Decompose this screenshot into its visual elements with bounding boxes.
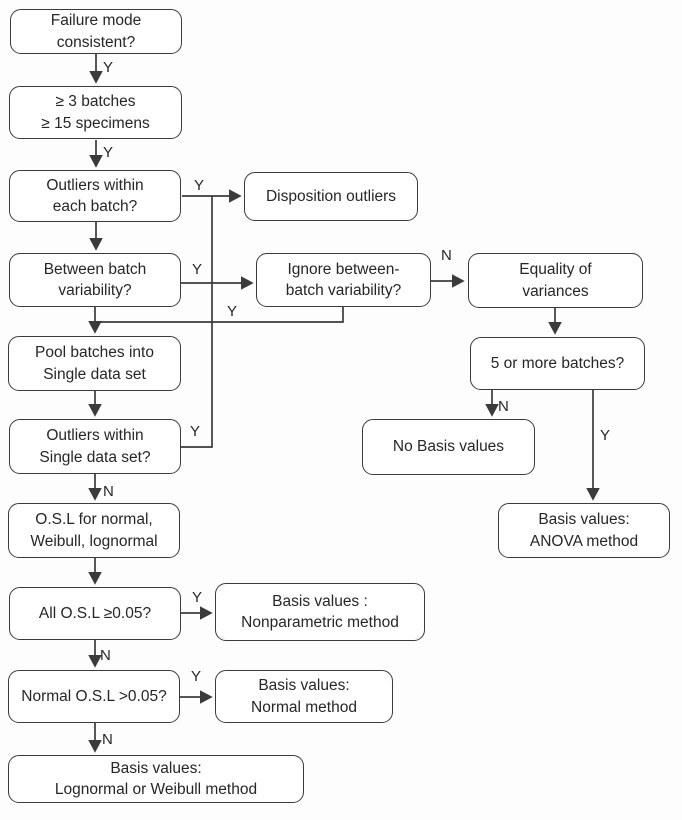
node-all-osl: All O.S.L ≥0.05? <box>9 587 181 640</box>
edge-ignore-yes-return-to-pool <box>95 307 344 323</box>
edge-label-all-osl-yes: Y <box>192 589 203 606</box>
edge-label-batches-yes: Y <box>103 144 114 161</box>
node-disposition-outliers: Disposition outliers <box>244 172 418 221</box>
node-failure-mode: Failure mode consistent? <box>10 9 182 54</box>
node-basis-normal: Basis values: Normal method <box>215 670 393 723</box>
edge-label-ignore-no: N <box>441 247 452 264</box>
edge-label-normal-osl-no: N <box>102 731 113 748</box>
edge-label-outliers-single-no: N <box>103 483 114 500</box>
node-no-basis-values: No Basis values <box>362 419 535 475</box>
edge-label-outliers-each-yes: Y <box>194 177 205 194</box>
node-equality-of-variances: Equality of variances <box>468 253 643 308</box>
node-outliers-each-batch: Outliers within each batch? <box>9 170 181 222</box>
edge-label-all-osl-no: N <box>100 647 111 664</box>
edge-label-five-batches-no: N <box>498 398 509 415</box>
edge-label-normal-osl-yes: Y <box>191 668 202 685</box>
edge-label-ignore-yes: Y <box>227 303 238 320</box>
edge-label-between-yes: Y <box>192 261 203 278</box>
node-five-or-more-batches: 5 or more batches? <box>470 337 645 390</box>
node-basis-lognormal-weibull: Basis values: Lognormal or Weibull metho… <box>8 755 304 803</box>
node-osl: O.S.L for normal, Weibull, lognormal <box>8 503 180 558</box>
node-between-batch-variability: Between batch variability? <box>9 253 181 307</box>
node-pool-batches: Pool batches into Single data set <box>8 336 181 391</box>
node-batches: ≥ 3 batches ≥ 15 specimens <box>9 86 182 139</box>
node-outliers-single-set: Outliers within Single data set? <box>9 419 181 474</box>
edge-label-outliers-single-yes: Y <box>190 423 201 440</box>
node-basis-nonparametric: Basis values : Nonparametric method <box>215 583 425 641</box>
node-ignore-between-batch: Ignore between- batch variability? <box>256 253 431 307</box>
edge-label-failure-yes: Y <box>103 59 114 76</box>
edge-label-five-batches-yes: Y <box>600 427 611 444</box>
node-normal-osl: Normal O.S.L >0.05? <box>8 670 180 723</box>
node-basis-anova: Basis values: ANOVA method <box>498 503 670 558</box>
edge-outliers-single-yes-to-disposition <box>181 196 213 448</box>
